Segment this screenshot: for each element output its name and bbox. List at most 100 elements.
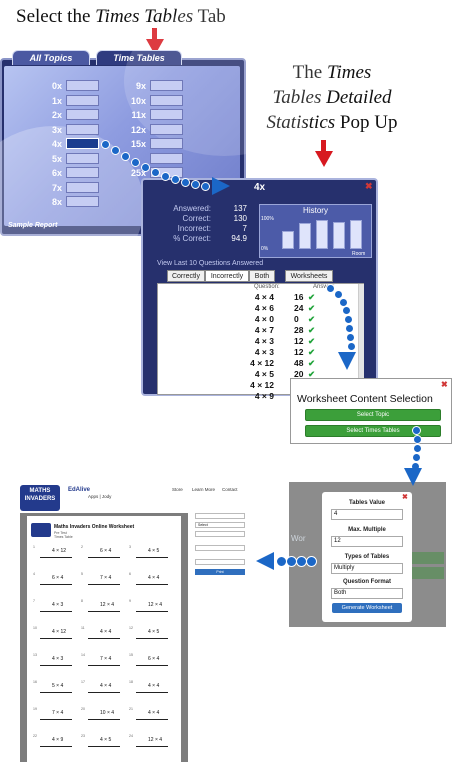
question-header: Question: [254, 284, 280, 290]
worksheet-problem: 4 × 5 [148, 548, 160, 554]
worksheet-problem: 4 × 4 [100, 629, 112, 635]
times-table-stat-box[interactable] [150, 152, 183, 164]
close-icon[interactable]: ✖ [441, 380, 448, 389]
times-table-row[interactable]: 3x [40, 123, 120, 136]
problem-number: 2 [81, 545, 83, 549]
problem-number: 3 [129, 545, 131, 549]
generate-worksheet-button[interactable]: Generate Worksheet [332, 603, 402, 613]
times-table-stat-box[interactable] [66, 181, 99, 193]
times-table-row[interactable]: 4x [40, 138, 120, 150]
types-select[interactable]: Multiply [331, 563, 403, 574]
history-bar [299, 223, 311, 249]
side-item-4[interactable] [195, 559, 245, 565]
times-table-label: 15x [130, 139, 146, 149]
times-table-stat-box[interactable] [150, 123, 183, 135]
question-text: 4 × 7 [254, 325, 274, 335]
answer-line [136, 665, 168, 666]
problem-number: 5 [81, 572, 83, 576]
questions-scrollbar[interactable] [358, 284, 364, 396]
times-table-stat-box[interactable] [150, 80, 183, 91]
last10-label: View Last 10 Questions Answered [157, 260, 264, 267]
times-table-stat-box[interactable] [66, 167, 99, 178]
worksheet-problem: 12 × 4 [148, 737, 163, 743]
worksheet-side-panel: Select Print [195, 513, 247, 583]
close-icon[interactable]: ✖ [365, 181, 373, 191]
times-table-row[interactable]: 8x [40, 196, 120, 208]
times-table-stat-box[interactable] [66, 123, 99, 135]
filter-incorrectly-tab[interactable]: Incorrectly [205, 270, 249, 282]
dotted-arrow-dot [181, 178, 190, 187]
times-table-row[interactable]: 0x [40, 80, 120, 92]
times-table-row[interactable]: 1x [40, 94, 120, 107]
tab-times-tables[interactable]: Time Tables [96, 50, 182, 65]
sample-report-link[interactable]: Sample Report [8, 222, 58, 229]
select-times-tables-button[interactable]: Select Times Tables [305, 425, 441, 437]
dotted-arrow-dot [141, 163, 150, 172]
times-table-stat-box[interactable] [66, 109, 99, 120]
times-table-stat-box[interactable] [66, 196, 99, 207]
red-arrow-stem [152, 28, 157, 40]
tab-all-topics[interactable]: All Topics [12, 50, 90, 65]
filter-correctly-tab[interactable]: Correctly [167, 270, 205, 282]
dotted-arrow-dot [121, 152, 130, 161]
stat-row: % Correct:94.9 [153, 234, 253, 244]
times-table-stat-box[interactable] [66, 138, 99, 149]
side-item-2[interactable] [195, 531, 245, 537]
answer-line [88, 719, 120, 720]
answer-line [40, 719, 72, 720]
nav-learn-more[interactable]: Learn More [192, 487, 216, 492]
dotted-arrow-dot [347, 342, 356, 351]
select-topic-button[interactable]: Select Topic [305, 409, 441, 421]
history-axis-room: Room [352, 251, 366, 257]
dotted-arrow-dot [131, 158, 140, 167]
times-table-stat-box[interactable] [150, 94, 183, 106]
worksheets-button[interactable]: Worksheets [285, 270, 333, 282]
correct-check-icon: ✔ [308, 303, 316, 313]
worksheet-problem: 4 × 12 [52, 548, 67, 554]
side-select[interactable]: Select [195, 522, 245, 528]
times-table-label: 11x [131, 110, 146, 120]
answer-line [136, 746, 168, 747]
correct-check-icon: ✔ [308, 347, 316, 357]
worksheet-subtitle: Pre Test Times Table [54, 531, 73, 539]
times-table-stat-box[interactable] [66, 80, 99, 91]
times-table-stat-box[interactable] [150, 138, 183, 149]
print-button[interactable]: Print [195, 569, 245, 575]
nav-contact[interactable]: Contact [222, 487, 238, 492]
times-table-stat-box[interactable] [66, 152, 99, 164]
problem-number: 4 [33, 572, 35, 576]
times-table-stat-box[interactable] [150, 109, 183, 120]
nav-store[interactable]: Store [172, 487, 183, 492]
tables-value-input[interactable]: 4 [331, 509, 403, 520]
side-item-3[interactable] [195, 545, 245, 551]
format-select[interactable]: Both [331, 588, 403, 599]
problem-number: 19 [33, 707, 37, 711]
max-multiple-input[interactable]: 12 [331, 536, 403, 547]
times-table-row[interactable]: 9x [124, 80, 204, 92]
times-table-row[interactable]: 11x [124, 109, 204, 121]
worksheet-problem: 4 × 4 [100, 683, 112, 689]
stat-label: Correct: [182, 214, 211, 223]
times-table-row[interactable]: 5x [40, 152, 120, 165]
filter-both-tab[interactable]: Both [249, 270, 275, 282]
times-table-row[interactable]: 12x [124, 123, 204, 136]
times-table-row[interactable] [124, 152, 204, 165]
close-icon[interactable]: ✖ [402, 494, 408, 501]
question-text: 4 × 12 [250, 358, 274, 368]
worksheet-problem: 4 × 3 [52, 602, 64, 608]
times-table-stat-box[interactable] [66, 94, 99, 106]
problem-number: 1 [33, 545, 35, 549]
times-table-row[interactable]: 6x [40, 167, 120, 179]
times-table-row[interactable]: 15x [124, 138, 204, 150]
times-table-row[interactable]: 2x [40, 109, 120, 121]
types-label: Types of Tables [344, 554, 390, 560]
times-table-row[interactable]: 10x [124, 94, 204, 107]
times-table-row[interactable]: 7x [40, 181, 120, 194]
format-label: Question Format [342, 579, 391, 585]
answer-line [88, 665, 120, 666]
answer-line [88, 746, 120, 747]
side-item-top[interactable] [195, 513, 245, 519]
question-text: 4 × 0 [254, 314, 274, 324]
